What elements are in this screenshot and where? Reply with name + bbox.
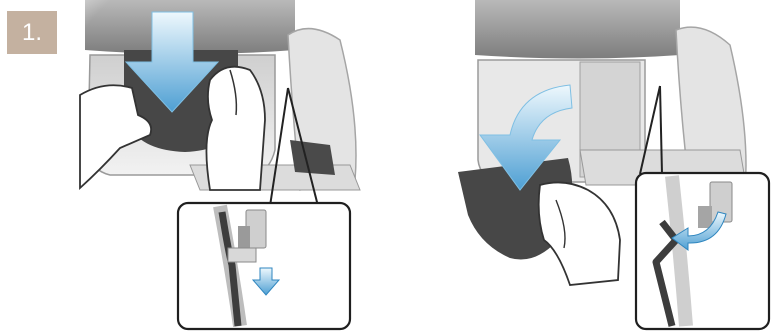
illustration-left-svg [60,0,380,333]
right-hand [206,67,265,190]
step-number-badge: 1. [7,11,57,54]
step-number-label: 1. [22,19,42,47]
illustration-remove-part [440,0,775,333]
dark-clip [290,140,335,175]
hand [539,182,620,285]
illustration-right-svg [440,0,775,333]
detail-inset [178,203,350,329]
illustration-insert-part [60,0,380,333]
detail-inset [636,173,769,329]
appliance-top [475,0,680,59]
